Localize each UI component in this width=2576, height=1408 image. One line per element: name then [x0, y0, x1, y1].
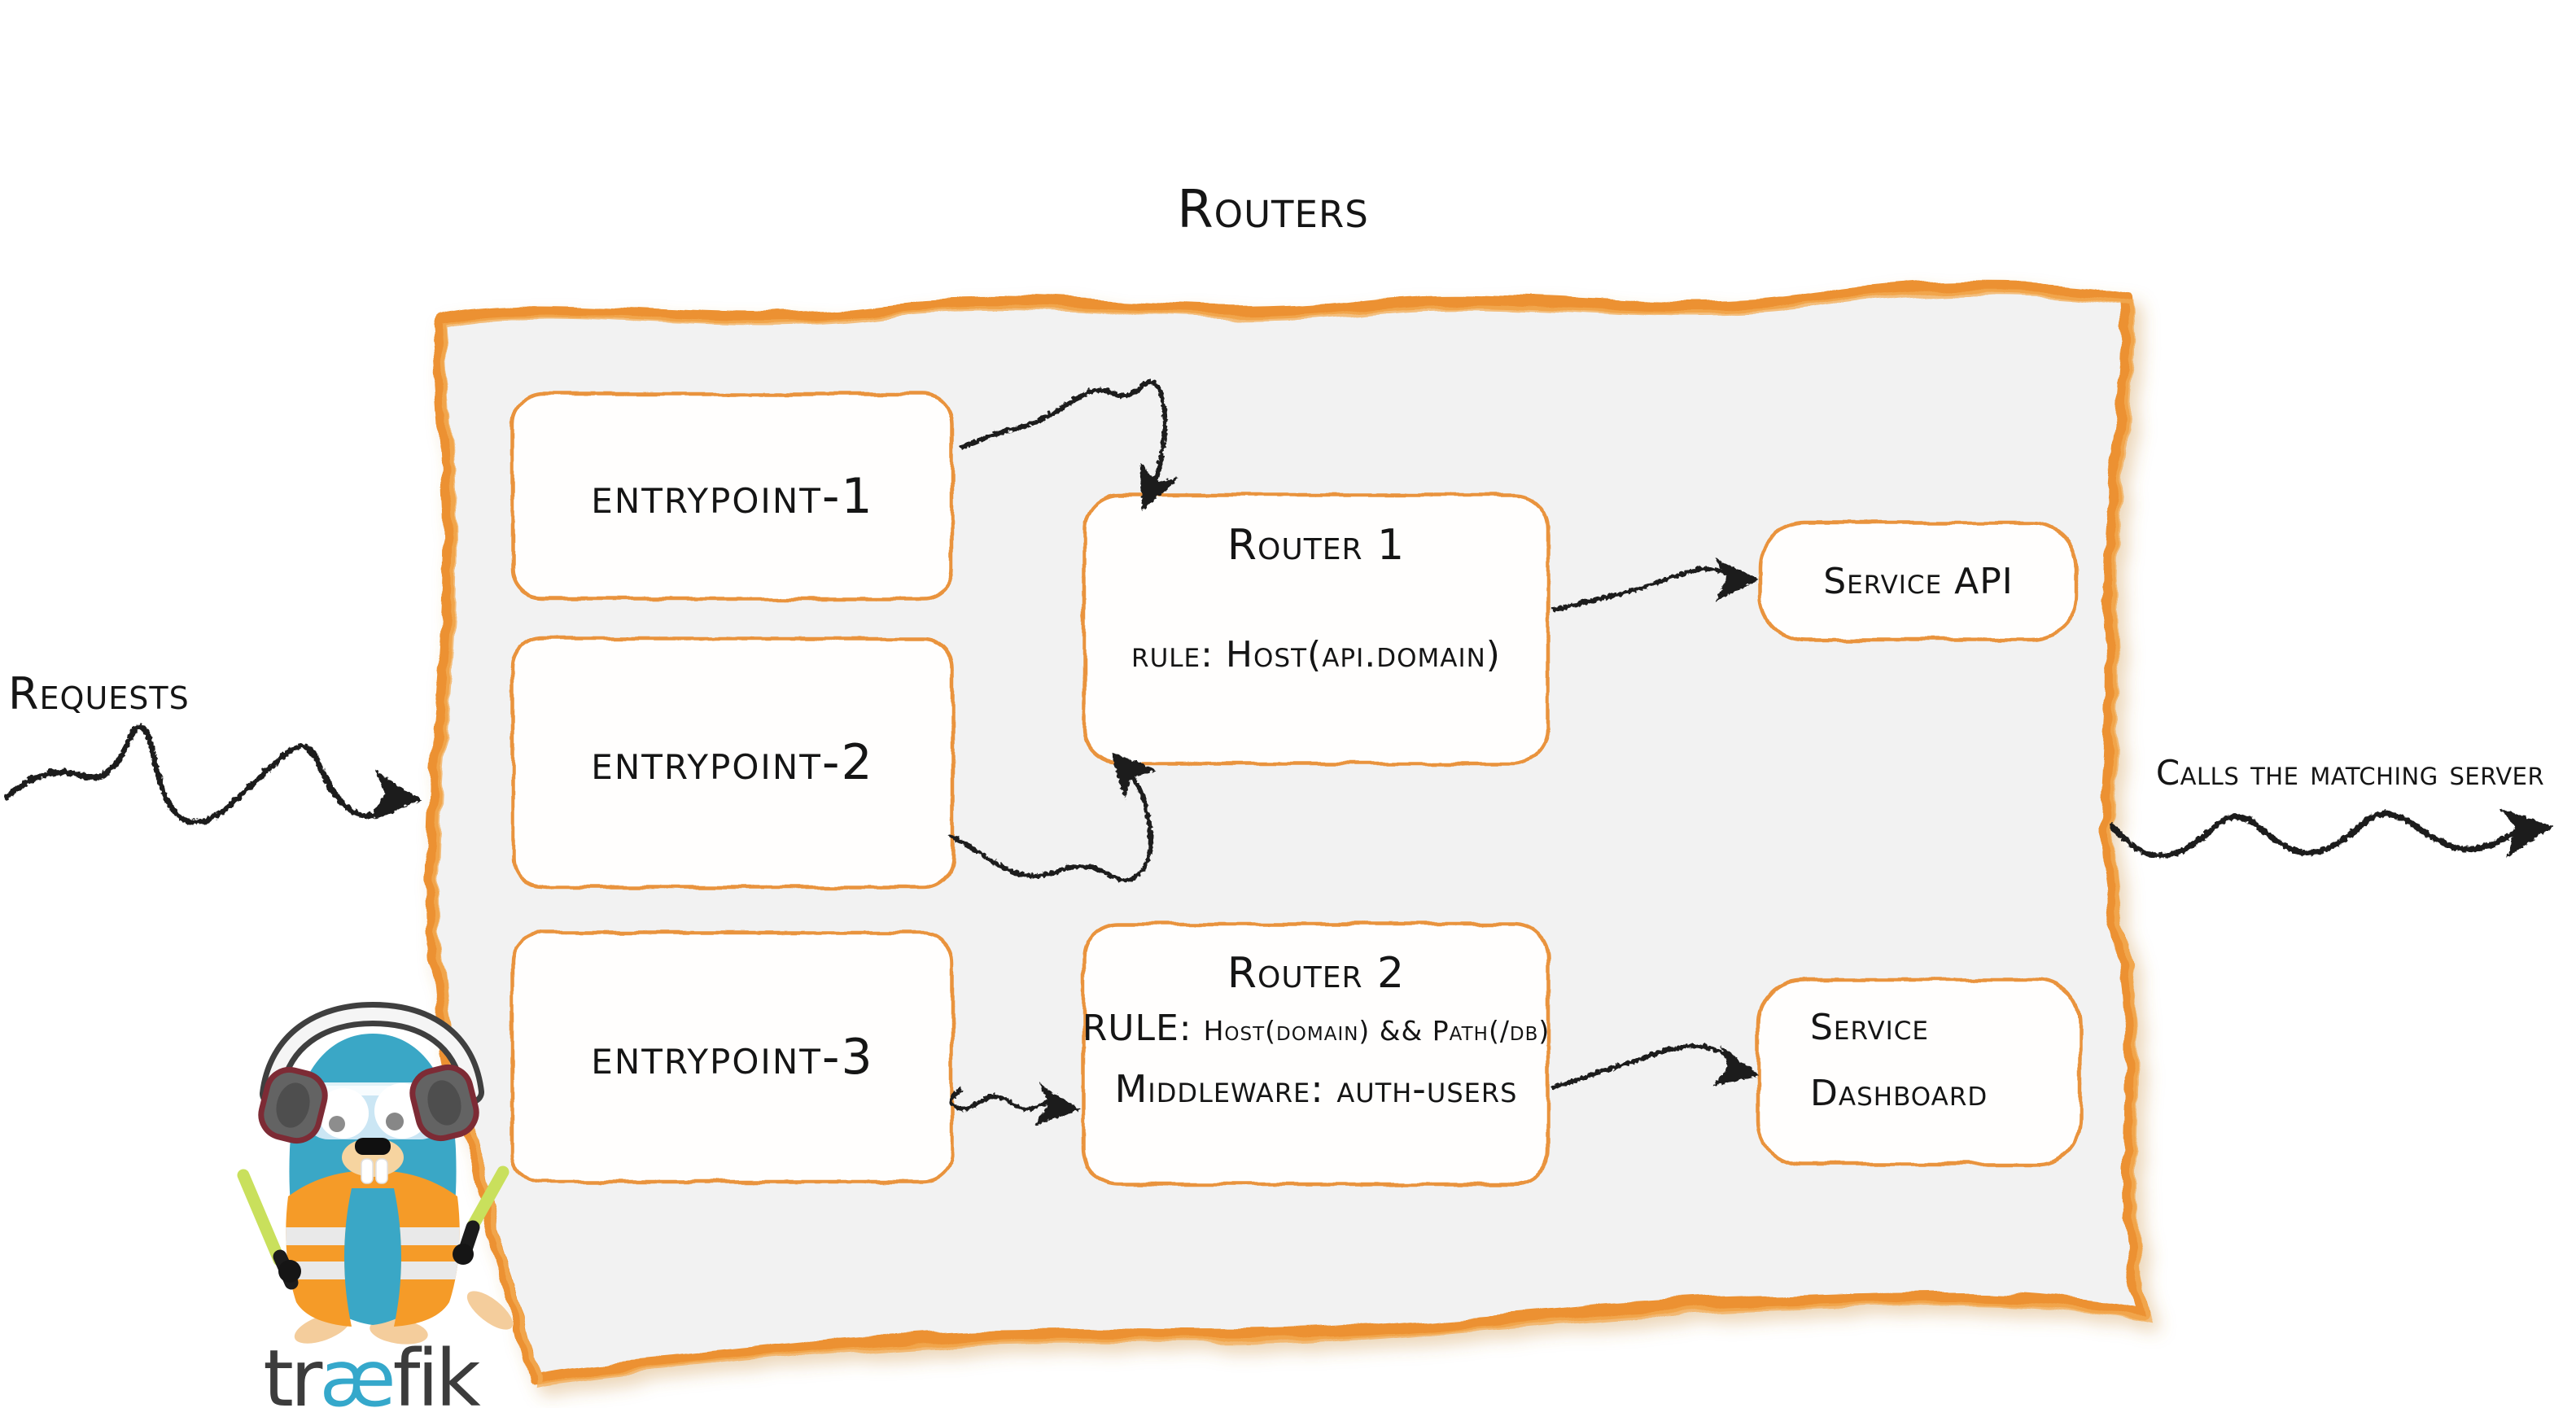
calls-arrow — [2108, 807, 2552, 858]
wordmark-pre: tr — [263, 1333, 322, 1408]
router-2-middleware: Middleware: auth-users — [1114, 1067, 1518, 1111]
traefik-gopher-logo — [237, 1001, 514, 1345]
entrypoint-1-box — [510, 391, 955, 601]
router-2-rule-label: RULE: — [1082, 1008, 1192, 1049]
diagram-title: Routers — [1177, 180, 1369, 240]
router-2-rule: RULE: Host(domain) && Path(/db) — [1082, 1008, 1550, 1058]
requests-label: Requests — [8, 667, 190, 719]
routers-panel-border-echo — [434, 290, 2153, 1388]
goggles-strap — [296, 1082, 453, 1095]
arrowhead-icon — [1110, 750, 1155, 798]
node-boxes — [510, 391, 2083, 1187]
arrowhead-icon — [1139, 461, 1179, 509]
gopher-nose — [355, 1138, 391, 1155]
routers-panel — [426, 281, 2153, 1388]
arrowhead-icon — [368, 768, 421, 818]
router-1-box — [1082, 492, 1550, 766]
router-2-rule-value: Host(domain) && Path(/db) — [1203, 1015, 1550, 1047]
gopher-hand-left — [278, 1260, 301, 1283]
arrow-entrypoint3-to-router2 — [948, 1082, 1079, 1125]
wordmark-ae: æ — [319, 1333, 396, 1408]
gopher-muzzle — [342, 1138, 404, 1177]
service-dashboard-line-1: Service — [1810, 1007, 1929, 1048]
entrypoint-3-box — [510, 930, 955, 1184]
service-api-label: Service API — [1823, 560, 2014, 602]
gopher-feet — [294, 1291, 514, 1345]
entrypoint-2-label: entrypoint-2 — [591, 734, 874, 791]
calls-label: Calls the matching server — [2155, 752, 2545, 793]
marshalling-batons — [237, 1165, 510, 1290]
service-dashboard-label: Service Dashboard — [1758, 986, 2080, 1161]
gopher-body — [289, 1034, 457, 1325]
arrowhead-icon — [1713, 557, 1758, 600]
service-dashboard-box — [1756, 977, 2083, 1166]
arrowhead-icon — [1710, 1043, 1758, 1086]
router-2-box — [1082, 921, 1550, 1187]
gopher-eyes — [318, 1083, 430, 1139]
router-1-rule: rule: Host(api.domain) — [1131, 633, 1501, 676]
gopher-goggles — [303, 1086, 446, 1139]
gopher-vest — [286, 1170, 460, 1327]
arrow-entrypoint1-to-router1 — [958, 378, 1179, 509]
arrowhead-icon — [2499, 807, 2552, 856]
requests-arrow — [2, 723, 421, 824]
arrow-router2-to-service-dashboard — [1550, 1043, 1758, 1088]
gopher-hand-right — [453, 1244, 474, 1265]
entrypoint-2-box — [510, 636, 955, 890]
wordmark-post: fik — [392, 1333, 481, 1408]
router-2-title: Router 2 — [1227, 949, 1406, 998]
diagram-arrows — [2, 378, 2552, 1125]
service-dashboard-line-2: Dashboard — [1810, 1073, 1988, 1115]
service-api-box — [1758, 520, 2079, 642]
headphones-icon — [258, 1001, 484, 1144]
vest-reflective-stripes — [286, 1227, 460, 1279]
arrowhead-icon — [1033, 1082, 1079, 1125]
gopher-teeth — [361, 1158, 388, 1184]
router-1-title: Router 1 — [1227, 521, 1406, 570]
arrow-entrypoint2-to-router1 — [947, 750, 1155, 881]
routers-panel-border — [426, 281, 2150, 1385]
entrypoint-3-label: entrypoint-3 — [591, 1029, 874, 1086]
arrow-router1-to-service-api — [1550, 557, 1758, 611]
entrypoint-1-label: entrypoint-1 — [591, 468, 874, 525]
